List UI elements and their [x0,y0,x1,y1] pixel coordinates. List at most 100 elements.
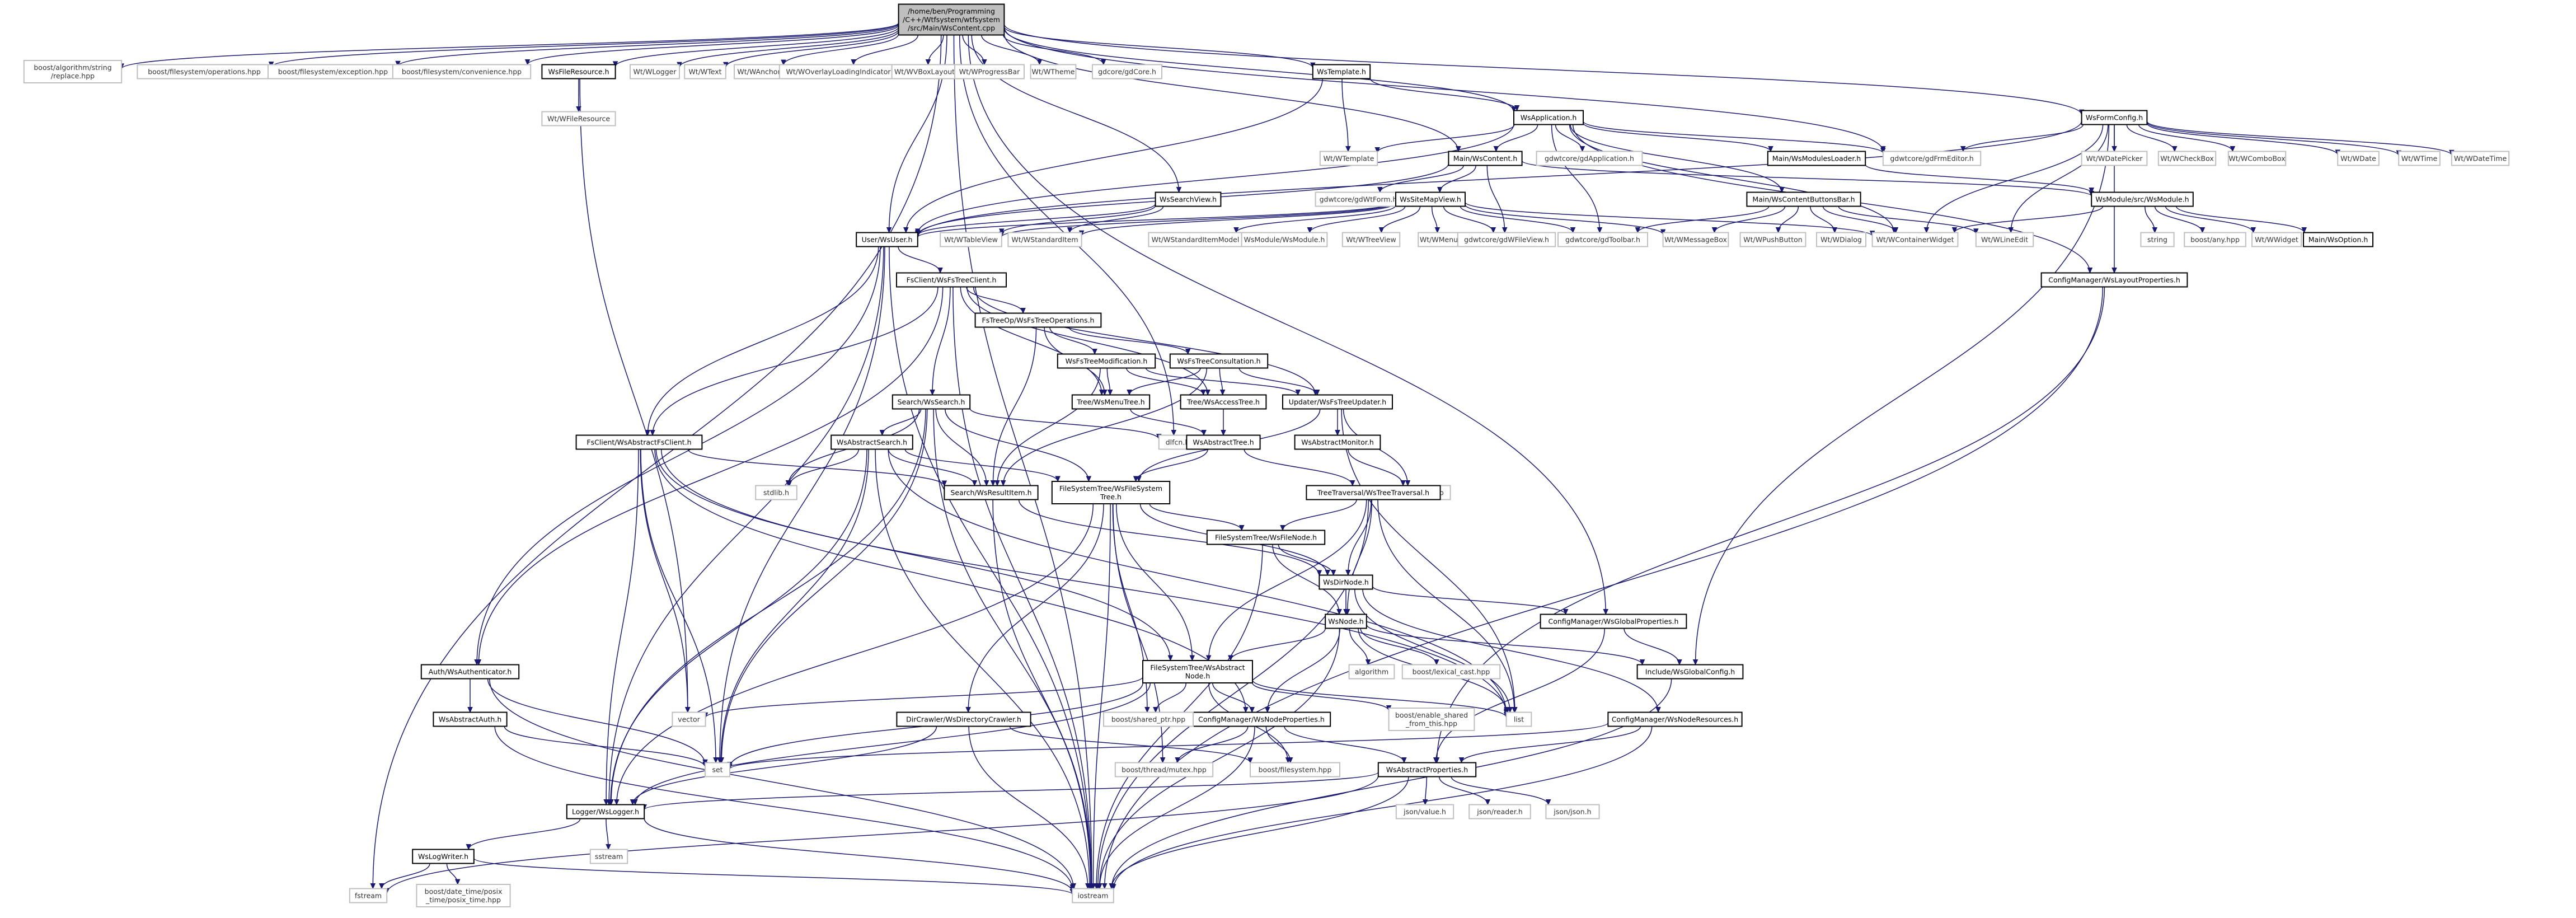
node-label: Tree/WsMenuTree.h [1076,398,1144,406]
edge-line [1963,124,2084,152]
node-dircrawler[interactable]: DirCrawler/WsDirectoryCrawler.h [896,711,1031,727]
node-fsabsclient[interactable]: FsClient/WsAbstractFsClient.h [575,434,703,450]
edge-dirnode-to-noderesources [1362,589,1661,713]
edge-arrowhead [1514,105,1520,111]
node-fstreeop[interactable]: FsTreeOp/WsFsTreeOperations.h [974,312,1102,328]
edge-line [945,409,1090,482]
node-label: json/reader.h [1476,808,1523,816]
node-label: Wt/WCheckBox [2160,154,2214,163]
edge-dirnode-to-list [1354,589,1513,713]
node-label: Wt/WContainerWidget [1876,236,1954,244]
node-fsclient[interactable]: FsClient/WsFsTreeClient.h [896,272,1007,288]
edge-arrowhead [2230,146,2236,152]
edge-arrowhead [1711,227,1718,233]
node-label: Wt/WAnchor [737,68,781,76]
node-abstractmonitor[interactable]: WsAbstractMonitor.h [1294,434,1381,450]
node-wsmodule[interactable]: WsModule/src/WsModule.h [2091,191,2194,207]
node-wstemplate[interactable]: WsTemplate.h [1312,64,1371,79]
edge-arrowhead [1102,390,1108,396]
edge-absnode-to-nodeprops [1212,682,1255,713]
node-resultitem[interactable]: Search/WsResultItem.h [944,485,1039,500]
edge-root-to-wssearchview [971,35,1182,193]
node-abssearch[interactable]: WsAbstractSearch.h [830,434,913,450]
node-label: boost/filesystem/operations.hpp [148,68,261,76]
node-box [1457,232,1556,247]
node-logger[interactable]: Logger/WsLogger.h [566,804,645,819]
node-box [1186,434,1261,450]
node-label: Wt/WLogger [634,68,677,76]
edge-line [1555,124,1583,152]
edge-line [1360,628,1437,665]
node-wsnode[interactable]: WsNode.h [1325,613,1367,629]
node-noderesources[interactable]: ConfigManager/WsNodeResources.h [1607,711,1743,727]
node-wsfileres[interactable]: WsFileResource.h [541,64,616,79]
node-wanchor: Wt/WAnchor [734,64,784,79]
edge-line [1380,165,1464,193]
edge-arrowhead [879,430,885,436]
node-accesstree[interactable]: Tree/WsAccessTree.h [1180,394,1267,410]
edge-arrowhead [1504,707,1509,713]
node-globalprops[interactable]: ConfigManager/WsGlobalProperties.h [1540,613,1687,629]
node-bfilesystem: boost/filesystem.hpp [1250,762,1340,778]
node-abstracttree[interactable]: WsAbstractTree.h [1186,434,1261,450]
edge-line [489,678,1074,889]
node-gdtoolbar: gdwtcore/gdToolbar.h [1557,232,1648,247]
node-wssitemapview[interactable]: WsSiteMapView.h [1395,191,1466,207]
edge-root-to-wtheme [981,35,1043,65]
node-userwsuser[interactable]: User/WsUser.h [856,232,918,247]
node-nodeprops[interactable]: ConfigManager/WsNodeProperties.h [1191,711,1331,727]
edge-line [687,449,945,486]
node-treeupdater[interactable]: Updater/WsFsTreeUpdater.h [1282,394,1393,410]
edge-arrowhead [1201,430,1207,436]
node-layoutprops[interactable]: ConfigManager/WsLayoutProperties.h [2040,272,2188,288]
edge-wssitemapview-to-wtableview [999,202,1396,238]
node-wssearchview[interactable]: WsSearchView.h [1155,191,1222,207]
edge-abssearch-to-iostream [875,449,1092,889]
node-label: User/WsUser.h [862,236,913,244]
node-filenode[interactable]: FileSystemTree/WsFileNode.h [1206,530,1326,545]
node-wdate: Wt/WDate [2337,151,2380,166]
edge-wstemplate-to-wsapp [1369,78,1520,111]
node-box [630,64,680,79]
edge-root-to-globalprops [968,35,1609,615]
node-label: WsFileResource.h [548,68,609,76]
node-globalconfig[interactable]: Include/WsGlobalConfig.h [1636,664,1744,680]
node-box [755,485,797,500]
edge-fsystree-to-dircrawler [965,503,1104,713]
edge-line [853,35,919,65]
node-menutree[interactable]: Tree/WsMenuTree.h [1071,394,1151,410]
edge-root-to-mainwscontent [1003,33,1461,152]
edge-treeupdater-to-abstractmonitor [1335,409,1340,436]
edge-line [1451,776,1549,805]
edge-arrowhead [1055,476,1061,483]
node-fsmodif[interactable]: WsFsTreeModification.h [1057,353,1156,369]
node-modloader[interactable]: Main/WsModulesLoader.h [1767,151,1866,166]
node-wsoption[interactable]: Main/WsOption.h [2303,232,2373,247]
node-wsapp[interactable]: WsApplication.h [1513,110,1584,125]
node-authws[interactable]: Auth/WsAuthenticator.h [420,664,520,680]
node-label: Updater/WsFsTreeUpdater.h [1289,398,1386,406]
node-absauth[interactable]: WsAbstractAuth.h [433,711,508,727]
edge-line [616,503,1094,805]
node-box [433,711,508,727]
node-treetraversal[interactable]: TreeTraversal/WsTreeTraversal.h [1306,485,1441,500]
edge-absauth-to-set [504,726,708,768]
edge-line [1208,499,1367,661]
edge-line [1583,123,1771,152]
node-wsformconfig[interactable]: WsFormConfig.h [2081,110,2148,125]
edge-line [968,726,1088,889]
node-mainwscontent[interactable]: Main/WsContent.h [1448,151,1523,166]
edge-line [614,26,899,67]
node-searchws[interactable]: Search/WsSearch.h [891,394,971,410]
edge-wsformconfig-to-wlineedit [2008,124,2109,233]
node-logwriter[interactable]: WsLogWriter.h [412,849,475,864]
edge-arrowhead [1655,707,1661,713]
edge-arrowhead [1374,147,1380,153]
node-fsconsult[interactable]: WsFsTreeConsultation.h [1169,353,1269,369]
node-dirnode[interactable]: WsDirNode.h [1319,574,1373,590]
node-absprops[interactable]: WsAbstractProperties.h [1377,762,1477,778]
node-contentbuttons[interactable]: Main/WsContentButtonsBar.h [1746,191,1861,207]
